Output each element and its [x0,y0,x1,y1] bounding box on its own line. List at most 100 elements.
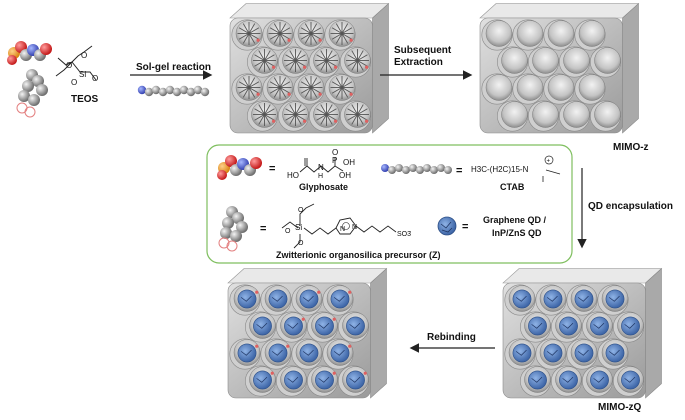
quantum-dot [512,343,532,363]
ctab-charge-icon [544,155,554,165]
pore-channel [578,20,606,47]
quantum-dot [512,289,532,309]
template-micelle-strand [248,87,260,94]
template-micelle-strand [351,104,358,115]
quantum-dot-texture [240,295,252,302]
step-extraction-line2: Extraction [394,57,443,68]
teos-structure [55,45,97,81]
quantum-dot [330,289,350,309]
template-micelle-strand [248,87,256,98]
template-micelle-strand [248,27,260,34]
quantum-dot-texture [271,295,283,302]
template-micelle-strand [242,77,250,88]
legend-zwitterion-name: Zwitterionic organosilica precursor (Z) [276,250,441,260]
template-micelle-strand [341,23,349,34]
pore-channel [563,47,590,74]
legend-ctab-name: CTAB [500,182,525,192]
template-micelle-strand [320,114,327,125]
glyphosate-dot [272,119,276,123]
glyphosate-dot [318,38,322,42]
bundle-side-face [622,2,639,134]
quantum-dot-texture [531,376,543,383]
quantum-dot [574,343,594,363]
template-micelle-strand [326,114,333,125]
label-mimo-z: MIMO-z [613,142,649,153]
template-micelle-strand [254,108,265,115]
quantum-dot [330,343,350,363]
glyphosate-dot [349,38,353,42]
pore-channel [547,20,575,47]
template-micelle-strand [264,108,275,115]
quantum-dot [253,316,272,336]
template-micelle-strand [248,77,256,88]
quantum-dot [590,316,609,336]
template-micelle-strand [320,60,327,71]
quantum-dot [621,370,640,390]
glyphosate-h: H [318,173,323,180]
rebound-glyphosate-dot [332,317,336,321]
quantum-dot [268,343,288,363]
template-micelle-strand [335,77,343,88]
label-mimo-zq: MIMO-zQ [598,402,642,413]
quantum-dot-texture [546,349,558,356]
template-micelle-strand [341,87,349,98]
glyphosate-dot [365,119,369,123]
rebound-glyphosate-dot [255,290,259,294]
legend-glyphosate-molecule [217,155,262,180]
pore-channel [594,47,621,74]
glyphosate-p: P [332,156,337,165]
template-micelle-strand [248,33,256,44]
template-micelle-strand [248,33,260,40]
template-micelle-strand [248,23,256,34]
template-micelle-strand [295,54,306,61]
zwitterion-si: Si [295,223,302,232]
quantum-dot [315,370,334,390]
legend-zwitterion-molecule [218,206,248,252]
quantum-dot [543,343,563,363]
template-micelle-strand [300,87,312,94]
template-micelle-strand [357,114,368,121]
bundle-top-face [479,3,640,19]
quantum-dot-texture [624,376,636,383]
legend-qd-line2: InP/ZnS QD [492,228,542,238]
quantum-dot-texture [562,322,574,329]
glyphosate-oh-right: OH [343,158,355,167]
template-micelle-strand [273,33,281,44]
template-micelle-strand [351,60,358,71]
template-micelle-strand [264,50,271,61]
template-micelle-strand [326,50,333,61]
template-micelle-strand [254,60,265,67]
zwitterion-o-top: O [298,207,304,214]
template-micelle-strand [331,27,343,34]
template-micelle-strand [320,104,327,115]
glyphosate-dot [318,92,322,96]
ctab-methyl-bonds [542,169,561,182]
rebound-glyphosate-dot [363,371,367,375]
template-micelle-strand [304,33,312,44]
quantum-dot-texture [240,349,252,356]
glyphosate-ho: HO [287,171,299,180]
template-micelle-strand [326,114,337,121]
teos-si: Si [79,70,86,79]
quantum-dot [559,370,578,390]
template-micelle-strand [310,23,318,34]
template-micelle-strand [341,87,353,94]
glyphosate-molecule-top [7,41,52,65]
legend-equals-1: = [269,163,275,175]
quantum-dot [284,316,303,336]
template-micelle-strand [264,114,275,121]
pore-channel [516,20,544,47]
template-micelle-strand [295,50,302,61]
template-micelle-strand [258,114,265,125]
template-micelle-strand [295,114,306,121]
rebound-glyphosate-dot [348,290,352,294]
step-rebinding: Rebinding [427,332,476,343]
quantum-dot [299,289,319,309]
quantum-dot [268,289,288,309]
template-micelle-strand [289,50,296,61]
template-micelle-strand [258,50,265,61]
template-micelle-strand [254,114,265,121]
quantum-dot [346,316,365,336]
glyphosate-dot [334,65,338,69]
